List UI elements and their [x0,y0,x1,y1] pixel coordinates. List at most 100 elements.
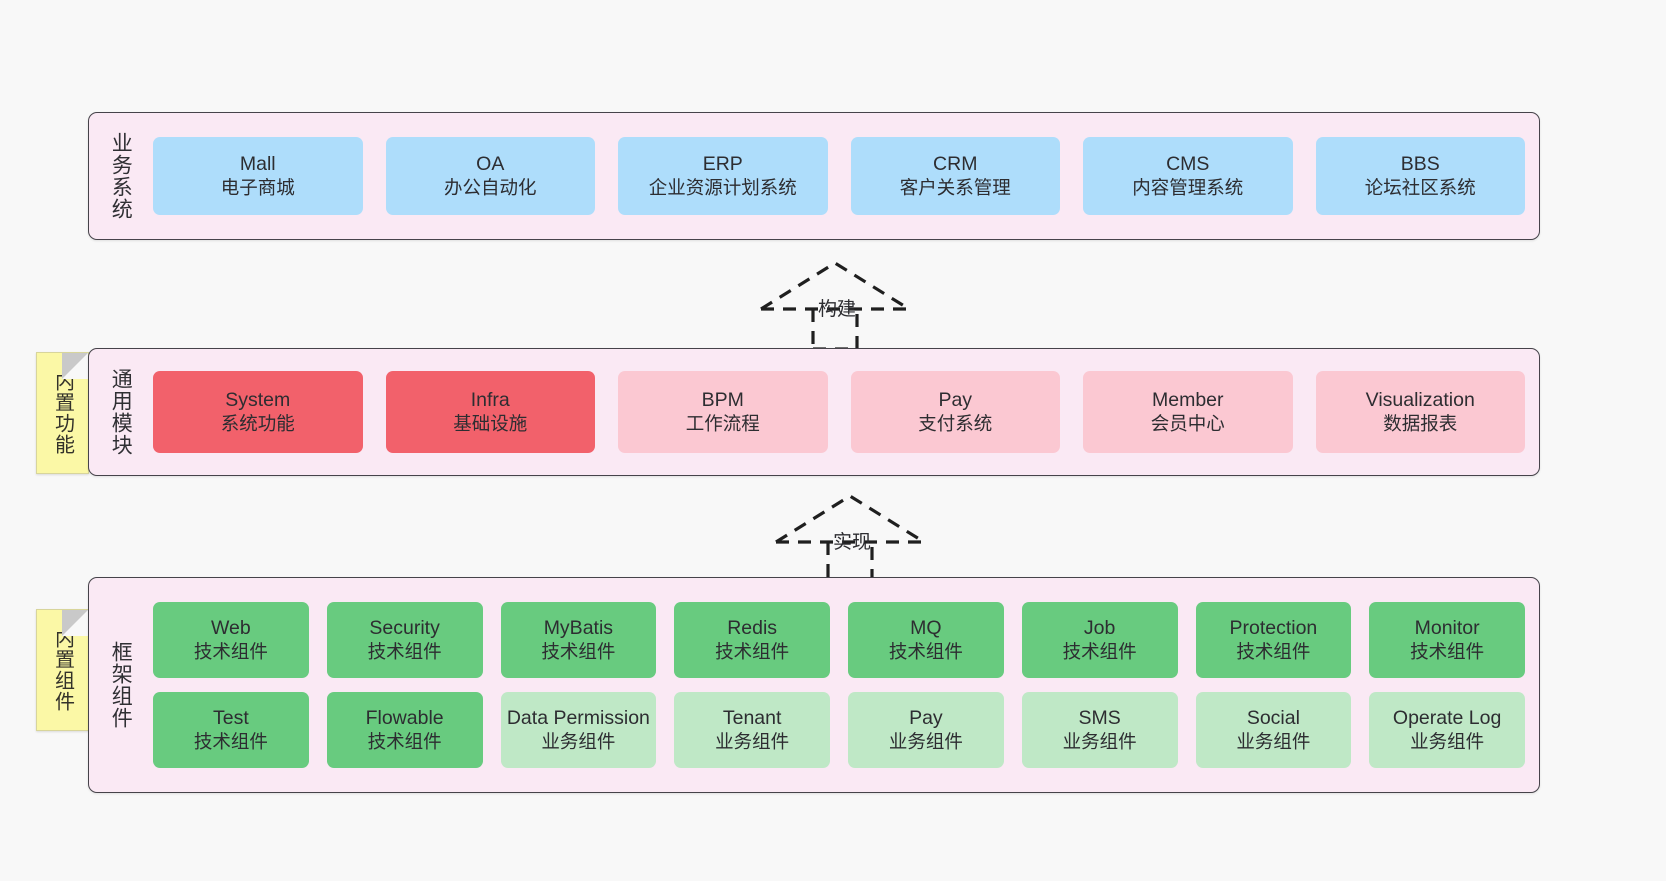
card-subtitle: 办公自动化 [443,176,537,198]
card-subtitle: 电子商城 [220,176,295,198]
sticky-note-label: 内置组件 [51,628,74,712]
connector-build: 构建 [755,257,915,351]
card-subtitle: 内容管理系统 [1132,176,1244,198]
layer-items-common-modules: System 系统功能 Infra 基础设施 BPM 工作流程 Pay 支付系统… [143,349,1539,475]
connector-build-label: 构建 [818,299,857,320]
card-pay-component[interactable]: Pay 业务组件 [848,692,1004,768]
card-title: Flowable [365,706,444,729]
card-title: Job [1083,616,1116,639]
card-monitor[interactable]: Monitor 技术组件 [1369,602,1525,678]
card-oa[interactable]: OA 办公自动化 [385,137,595,215]
card-redis[interactable]: Redis 技术组件 [674,602,830,678]
card-subtitle: 数据报表 [1383,412,1458,434]
card-subtitle: 技术组件 [1410,640,1485,662]
card-subtitle: 业务组件 [715,730,790,752]
card-system[interactable]: System 系统功能 [153,371,363,453]
card-member[interactable]: Member 会员中心 [1083,371,1293,453]
card-title: Operate Log [1392,706,1502,729]
card-security[interactable]: Security 技术组件 [326,602,483,678]
layer-items-business-systems: Mall 电子商城 OA 办公自动化 ERP 企业资源计划系统 CRM 客户关系… [143,113,1539,239]
card-subtitle: 技术组件 [1062,640,1137,662]
layer-title-common-modules: 通用模块 [109,368,133,456]
card-row: Web 技术组件 Security 技术组件 MyBatis 技术组件 Redi… [153,602,1525,678]
card-infra[interactable]: Infra 基础设施 [385,371,595,453]
card-subtitle: 客户关系管理 [899,176,1011,198]
card-subtitle: 技术组件 [541,640,616,662]
card-title: Security [369,616,440,639]
card-tenant[interactable]: Tenant 业务组件 [674,692,830,768]
layer-framework-components: 框架组件 Web 技术组件 Security 技术组件 MyBatis 技术组件 [88,577,1540,793]
connector-implement: 实现 [770,490,930,584]
layer-title-business-systems: 业务系统 [109,132,133,220]
card-subtitle: 业务组件 [888,730,963,752]
card-subtitle: 基础设施 [453,412,528,434]
card-title: Data Permission [506,706,650,729]
card-protection[interactable]: Protection 技术组件 [1195,602,1352,678]
card-subtitle: 技术组件 [715,640,790,662]
card-title: BBS [1400,152,1440,175]
card-title: Test [212,706,249,729]
card-cms[interactable]: CMS 内容管理系统 [1083,137,1293,215]
card-rows: Web 技术组件 Security 技术组件 MyBatis 技术组件 Redi… [153,578,1525,792]
card-flowable[interactable]: Flowable 技术组件 [326,692,483,768]
card-subtitle: 技术组件 [888,640,963,662]
card-title: Member [1151,388,1224,411]
card-job[interactable]: Job 技术组件 [1021,602,1178,678]
connector-implement-label: 实现 [833,532,872,553]
card-title: Redis [727,616,778,639]
card-title: Visualization [1365,388,1475,411]
card-title: SMS [1078,706,1121,729]
card-subtitle: 系统功能 [220,412,295,434]
card-social[interactable]: Social 业务组件 [1195,692,1352,768]
card-title: BPM [701,388,744,411]
card-subtitle: 工作流程 [685,412,760,434]
card-data-permission[interactable]: Data Permission 业务组件 [500,692,657,768]
card-title: Tenant [722,706,782,729]
card-title: MyBatis [543,616,614,639]
card-web[interactable]: Web 技术组件 [153,602,309,678]
card-mq[interactable]: MQ 技术组件 [848,602,1004,678]
card-subtitle: 论坛社区系统 [1364,176,1476,198]
card-subtitle: 业务组件 [1236,730,1311,752]
card-bpm[interactable]: BPM 工作流程 [618,371,828,453]
card-title: CMS [1166,152,1210,175]
card-title: MQ [910,616,942,639]
card-title: System [225,388,291,411]
card-mall[interactable]: Mall 电子商城 [153,137,363,215]
card-title: Pay [938,388,973,411]
card-subtitle: 技术组件 [193,730,268,752]
card-title: OA [476,152,505,175]
card-title: CRM [933,152,978,175]
card-title: ERP [702,152,743,175]
card-test[interactable]: Test 技术组件 [153,692,309,768]
card-title: Mall [239,152,276,175]
card-subtitle: 技术组件 [193,640,268,662]
card-title: Pay [909,706,943,729]
card-title: Monitor [1414,616,1480,639]
layer-title-framework-components: 框架组件 [109,641,133,729]
card-subtitle: 企业资源计划系统 [648,176,797,198]
card-subtitle: 技术组件 [367,730,442,752]
layer-items-framework-components: Web 技术组件 Security 技术组件 MyBatis 技术组件 Redi… [143,578,1539,792]
card-title: Protection [1229,616,1318,639]
card-subtitle: 业务组件 [1062,730,1137,752]
card-row: System 系统功能 Infra 基础设施 BPM 工作流程 Pay 支付系统… [153,371,1525,453]
card-subtitle: 技术组件 [1236,640,1311,662]
card-erp[interactable]: ERP 企业资源计划系统 [618,137,828,215]
card-operate-log[interactable]: Operate Log 业务组件 [1369,692,1525,768]
card-sms[interactable]: SMS 业务组件 [1021,692,1178,768]
card-row: Test 技术组件 Flowable 技术组件 Data Permission … [153,692,1525,768]
card-subtitle: 业务组件 [1410,730,1485,752]
card-visualization[interactable]: Visualization 数据报表 [1315,371,1525,453]
card-title: Infra [470,388,510,411]
card-bbs[interactable]: BBS 论坛社区系统 [1315,137,1525,215]
card-mybatis[interactable]: MyBatis 技术组件 [500,602,657,678]
card-subtitle: 支付系统 [918,412,993,434]
card-subtitle: 业务组件 [541,730,616,752]
sticky-note-builtin-components: 内置组件 [36,609,89,731]
card-title: Social [1246,706,1300,729]
card-pay-module[interactable]: Pay 支付系统 [850,371,1060,453]
card-title: Web [211,616,251,639]
card-crm[interactable]: CRM 客户关系管理 [850,137,1060,215]
